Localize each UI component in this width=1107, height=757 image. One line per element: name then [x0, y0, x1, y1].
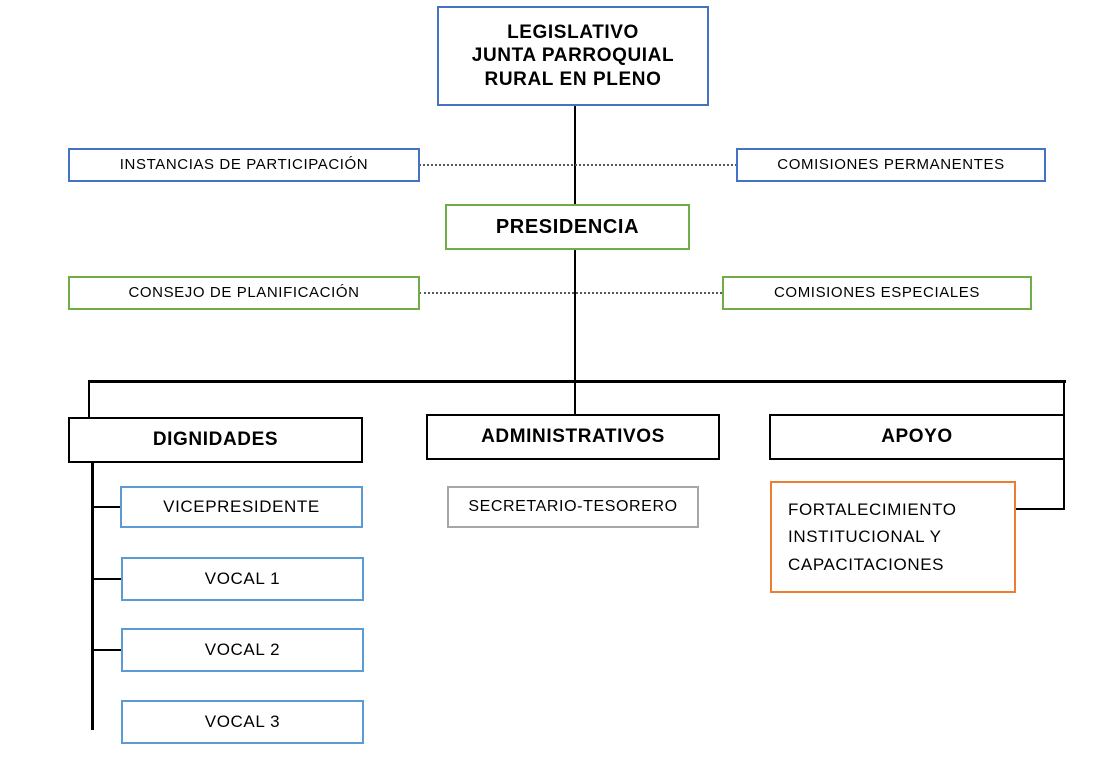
connector-apoyo-to-fortalecimiento — [1015, 508, 1065, 510]
node-apoyo[interactable]: APOYO — [769, 414, 1065, 460]
node-vocal-1[interactable]: VOCAL 1 — [121, 557, 364, 601]
connector-trunk-to-dignidades — [88, 380, 90, 420]
connector-legislativo-presidencia — [574, 106, 576, 204]
connector-stub-vicepresidente — [91, 506, 121, 508]
node-secretario-tesorero-label: SECRETARIO-TESORERO — [468, 498, 678, 516]
node-vocal-2-label: VOCAL 2 — [204, 639, 281, 659]
node-dignidades-label: DIGNIDADES — [152, 429, 279, 451]
node-comisiones-especiales-label: COMISIONES ESPECIALES — [774, 283, 980, 301]
connector-presidencia-down — [574, 250, 576, 382]
node-instancias-participacion[interactable]: INSTANCIAS DE PARTICIPACIÓN — [68, 148, 420, 182]
node-fortalecimiento-line3: CAPACITACIONES — [788, 554, 945, 574]
node-legislativo-line3: RURAL EN PLENO — [484, 68, 662, 90]
node-legislativo-line1: LEGISLATIVO — [507, 22, 639, 44]
node-consejo-planificacion[interactable]: CONSEJO DE PLANIFICACIÓN — [68, 276, 420, 310]
node-consejo-planificacion-label: CONSEJO DE PLANIFICACIÓN — [128, 283, 360, 301]
node-comisiones-permanentes-label: COMISIONES PERMANENTES — [777, 155, 1005, 173]
node-apoyo-label: APOYO — [881, 426, 953, 448]
node-vicepresidente-label: VICEPRESIDENTE — [163, 496, 320, 516]
connector-trunk-to-administrativos — [574, 380, 576, 415]
node-presidencia-label: PRESIDENCIA — [495, 215, 640, 238]
node-comisiones-especiales[interactable]: COMISIONES ESPECIALES — [722, 276, 1032, 310]
node-vicepresidente[interactable]: VICEPRESIDENTE — [120, 486, 363, 528]
node-vocal-2[interactable]: VOCAL 2 — [121, 628, 364, 672]
node-legislativo[interactable]: LEGISLATIVO JUNTA PARROQUIAL RURAL EN PL… — [437, 6, 709, 106]
connector-dotted-planificacion — [419, 292, 722, 294]
connector-dignidades-spine — [91, 420, 94, 730]
node-legislativo-line2: JUNTA PARROQUIAL — [471, 45, 675, 67]
node-vocal-3[interactable]: VOCAL 3 — [121, 700, 364, 744]
node-fortalecimiento-line2: INSTITUCIONAL Y — [788, 527, 942, 547]
connector-stub-vocal1 — [91, 578, 122, 580]
connector-dotted-participacion — [419, 164, 737, 166]
node-fortalecimiento-institucional[interactable]: FORTALECIMIENTO INSTITUCIONAL Y CAPACITA… — [770, 481, 1016, 593]
node-administrativos[interactable]: ADMINISTRATIVOS — [426, 414, 720, 460]
node-administrativos-label: ADMINISTRATIVOS — [481, 426, 665, 448]
node-dignidades[interactable]: DIGNIDADES — [68, 417, 363, 463]
node-instancias-participacion-label: INSTANCIAS DE PARTICIPACIÓN — [119, 155, 369, 173]
node-comisiones-permanentes[interactable]: COMISIONES PERMANENTES — [736, 148, 1046, 182]
node-vocal-3-label: VOCAL 3 — [204, 711, 281, 731]
node-secretario-tesorero[interactable]: SECRETARIO-TESORERO — [447, 486, 699, 528]
node-presidencia[interactable]: PRESIDENCIA — [445, 204, 690, 250]
connector-stub-vocal2 — [91, 649, 122, 651]
node-fortalecimiento-line1: FORTALECIMIENTO — [788, 499, 957, 519]
node-vocal-1-label: VOCAL 1 — [204, 568, 281, 588]
connector-trunk-bar — [88, 380, 1066, 383]
